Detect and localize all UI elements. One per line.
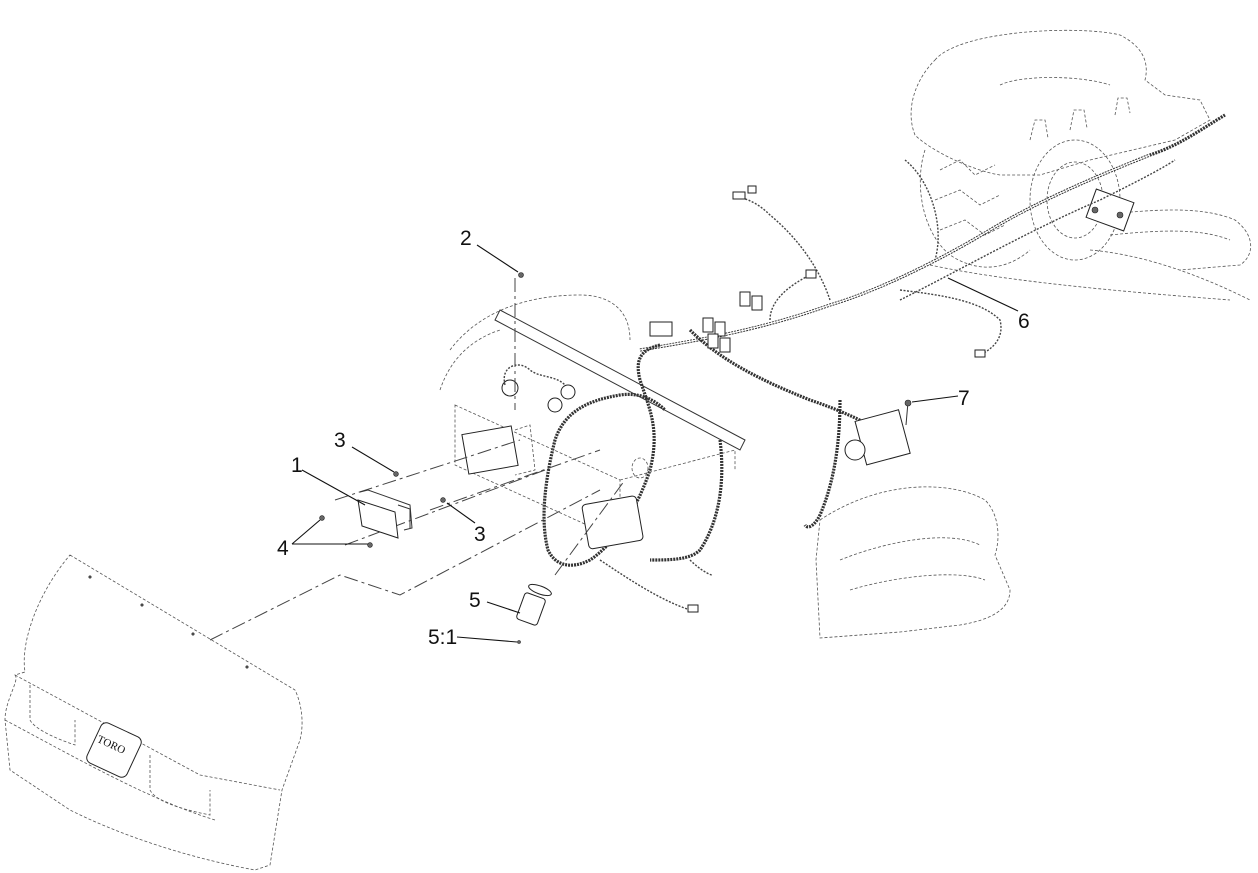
callout-3-lower: 3 xyxy=(474,523,486,546)
rear-seat-and-wheel xyxy=(910,29,1252,301)
callout-5: 5 xyxy=(469,589,481,612)
main-harness xyxy=(542,113,1226,613)
callout-6: 6 xyxy=(1018,310,1030,333)
item-5-switch xyxy=(456,583,552,644)
item-2-fastener xyxy=(476,244,524,278)
dash-panel xyxy=(439,294,746,550)
item-1-bracket xyxy=(291,446,476,548)
callout-5-1: 5:1 xyxy=(428,626,458,649)
callout-1: 1 xyxy=(291,454,303,477)
hood xyxy=(4,554,303,871)
callout-4: 4 xyxy=(277,537,289,560)
phantom-lines xyxy=(209,278,626,641)
callout-3-upper: 3 xyxy=(334,429,346,452)
right-fender xyxy=(815,395,1011,639)
callout-2: 2 xyxy=(460,227,472,250)
callout-7: 7 xyxy=(958,387,970,410)
